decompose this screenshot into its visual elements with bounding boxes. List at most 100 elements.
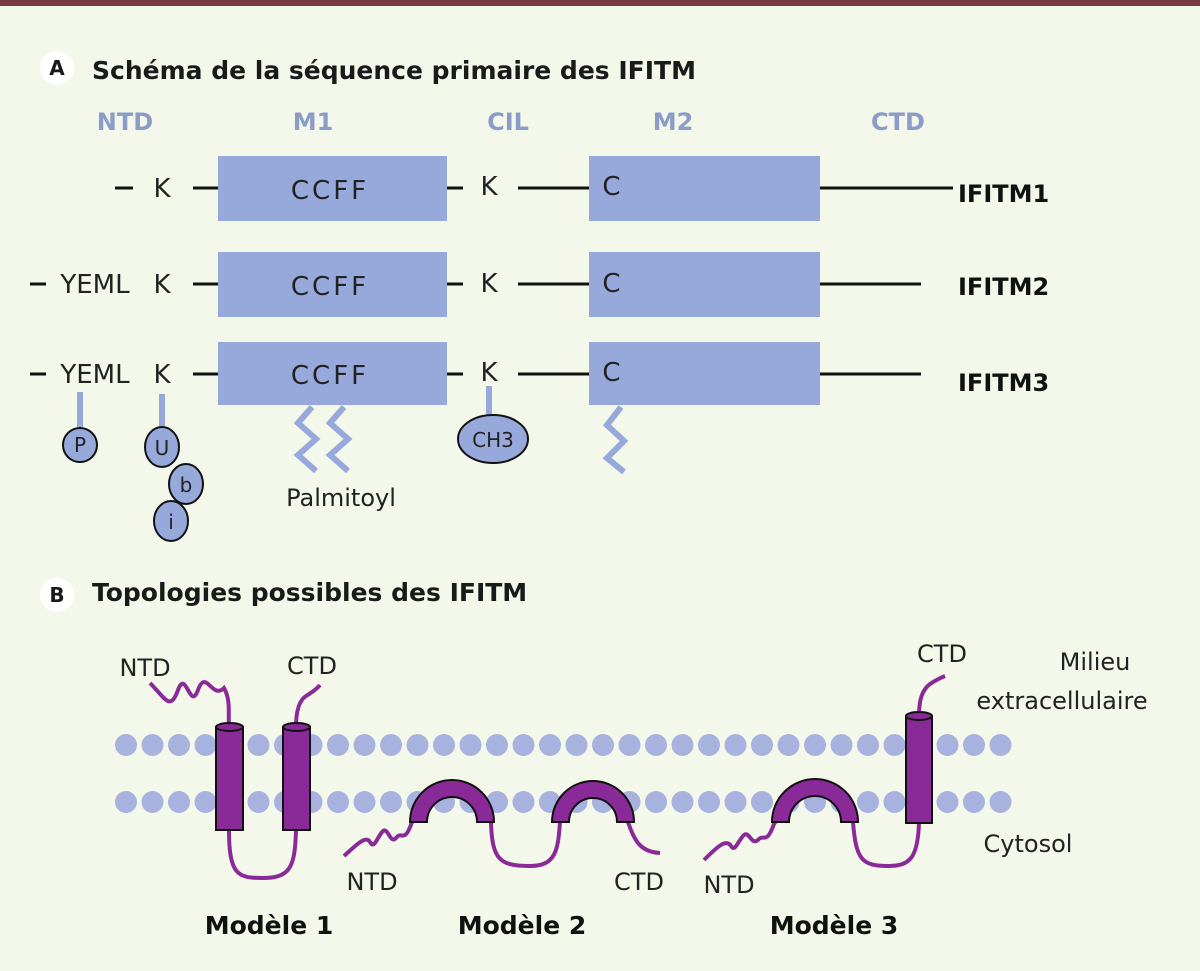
region-label-ntd: NTD (97, 108, 153, 136)
model-name: Modèle 2 (458, 911, 587, 940)
m1-domain-box (218, 156, 447, 221)
ntd-label: NTD (119, 654, 170, 682)
intracellular-loop (489, 821, 562, 869)
lipid-head (353, 734, 376, 756)
lysine-1: K (153, 360, 171, 390)
membrane-outer-leaflet (115, 734, 1012, 756)
lipid-head (327, 791, 349, 813)
panel-b-badge-label: B (49, 583, 64, 607)
lipid-head (936, 734, 959, 756)
ntd-label: NTD (346, 868, 397, 896)
methylation-mark: CH3 (457, 386, 529, 464)
amphipathic-helix-m1 (408, 779, 496, 823)
m2-domain-box (589, 252, 820, 317)
lysine-1: K (153, 270, 171, 300)
transmembrane-helix-m1 (215, 726, 244, 831)
m2-motif: C (602, 269, 623, 299)
ubiquitination-mark: U b i (144, 394, 204, 542)
panel-a: A Schéma de la séquence primaire des IFI… (30, 51, 1049, 542)
extracellular-label-line1: Milieu (1060, 648, 1131, 676)
region-label-m2: M2 (653, 108, 694, 136)
ubiquitin-letter-b: b (180, 473, 193, 497)
model-name: Modèle 1 (205, 911, 334, 940)
intracellular-loop (851, 821, 921, 869)
lipid-head (168, 791, 190, 813)
lipid-head (724, 791, 747, 813)
lipid-head (751, 734, 773, 756)
lysine-2: K (480, 358, 498, 388)
helix-cap (905, 711, 933, 721)
lysine-2: K (480, 269, 498, 299)
panel-a-title: Schéma de la séquence primaire des IFITM (92, 56, 696, 85)
lipid-head (989, 734, 1012, 756)
sequence-row-ifitm3: YEML K CCFF K C IFITM3 (30, 342, 1049, 405)
ctd-tail (917, 674, 946, 717)
protein-label-ifitm2: IFITM2 (958, 273, 1049, 301)
lipid-head (327, 734, 349, 756)
panel-a-badge (40, 51, 74, 85)
topology-model-3: NTD CTD Modèle 3 (702, 640, 967, 940)
panel-b: B Topologies possibles des IFITM Milieu … (40, 578, 1148, 940)
lipid-head (857, 734, 879, 756)
lipid-head (459, 734, 482, 756)
lipid-head (592, 734, 614, 756)
lipid-head (539, 734, 561, 756)
lipid-head (963, 791, 985, 813)
palmitoylation-marks: Palmitoyl (286, 405, 629, 512)
lipid-head (830, 734, 853, 756)
ntd-tail (148, 680, 231, 728)
amphipathic-helix-m1 (770, 778, 860, 823)
lipid-head (512, 734, 535, 756)
ntd-tail (342, 809, 422, 858)
lipid-head (115, 791, 137, 813)
panel-b-badge (40, 578, 74, 612)
intracellular-loop (227, 829, 298, 881)
lipid-head (645, 791, 667, 813)
lipid-head (751, 791, 773, 813)
model-name: Modèle 3 (770, 911, 899, 940)
lipid-head (645, 734, 667, 756)
ctd-label: CTD (614, 868, 664, 896)
region-label-m1: M1 (293, 108, 334, 136)
ubiquitin-letter-i: i (168, 510, 174, 534)
m1-domain-box (218, 252, 447, 317)
m1-motif: CCFF (291, 176, 369, 206)
ubiquitin-letter-u: U (155, 436, 170, 460)
phosphorylation-mark: P (62, 392, 98, 463)
topology-model-2: NTD CTD Modèle 2 (342, 779, 664, 940)
transmembrane-helix-m2 (905, 715, 933, 824)
lipid-head (168, 734, 190, 756)
lipid-head (115, 734, 137, 756)
lipid-head (353, 791, 376, 813)
lipid-head (777, 734, 800, 756)
m2-motif: C (602, 358, 623, 388)
m1-motif: CCFF (291, 272, 369, 302)
lipid-head (936, 791, 959, 813)
lysine-1: K (153, 174, 171, 204)
lipid-head (618, 734, 641, 756)
lipid-head (406, 734, 429, 756)
lipid-head (698, 734, 720, 756)
region-label-ctd: CTD (871, 108, 925, 136)
lipid-head (486, 734, 508, 756)
m1-domain-box (218, 342, 447, 405)
lipid-head (141, 791, 164, 813)
lipid-head (194, 791, 217, 813)
ctd-tail (626, 821, 661, 855)
lipid-head (671, 791, 694, 813)
m2-domain-box (589, 342, 820, 405)
lipid-head (883, 791, 906, 813)
phospho-label: P (74, 433, 86, 457)
m2-motif: C (602, 172, 623, 202)
lipid-head (671, 734, 694, 756)
lipid-head (565, 734, 588, 756)
helix-cap (282, 722, 311, 732)
lipid-head (963, 734, 985, 756)
m2-domain-box (589, 156, 820, 221)
yeml-motif: YEML (59, 270, 130, 300)
lipid-head (194, 734, 217, 756)
ctd-label: CTD (917, 640, 967, 668)
panel-a-badge-label: A (49, 56, 65, 80)
top-border (0, 0, 1200, 6)
ctd-tail (294, 683, 322, 728)
